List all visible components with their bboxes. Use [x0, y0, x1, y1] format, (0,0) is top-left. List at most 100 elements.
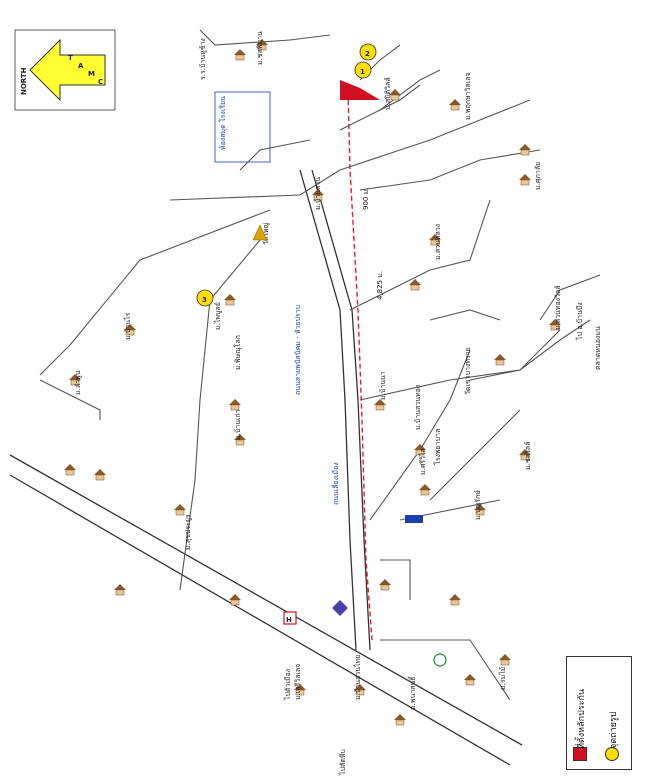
house-icon [499, 654, 511, 666]
marker-1: 1 [354, 61, 372, 79]
house-icons [64, 39, 561, 726]
north-arrow-icon [29, 38, 106, 102]
svg-text:NORTH: NORTH [20, 67, 28, 95]
house-icon [224, 294, 236, 306]
label-village-bottom2: ม.บ้านสวนไทย [353, 655, 362, 700]
label-village-right2: ม.ชลวิลล์ [524, 442, 532, 470]
label-village-left2: ม.บ้านไร่ [123, 312, 132, 340]
svg-text:A: A [78, 62, 84, 70]
svg-text:1: 1 [360, 68, 365, 76]
label-village-mid4: ม.บ้านนา [379, 371, 387, 400]
label-village-right1: ม.บุญรักษ์ [474, 490, 482, 520]
legend-site-label: ที่ตั้งหลักประกัน [577, 688, 587, 749]
label-village-top5: ม.บ้านสวน [314, 177, 322, 210]
label-village-mid3: ม.บ้านเก่า [234, 409, 242, 440]
map-labels: ร.ร.บ้านหูช้าง ม.ชลพิมาน ม.สปิติวิลล์ ม.… [74, 31, 602, 776]
house-icon [379, 579, 391, 591]
house-icon [114, 584, 126, 596]
label-village-left3: ม.สุขประยูร [184, 514, 192, 550]
legend-site-swatch [573, 747, 587, 761]
label-distance1: 4,825 ม. [376, 271, 384, 300]
house-icon [124, 324, 136, 336]
hospital-icon: H [283, 611, 297, 625]
svg-text:3: 3 [202, 296, 207, 304]
house-icon [414, 444, 426, 456]
house-icon [312, 189, 324, 201]
label-school-top: ร.ร.บ้านหูช้าง [199, 38, 207, 80]
label-to-south: ไปสัตหีบ [338, 749, 347, 776]
label-village-bottom1: ม.เสรีวิลเลจ [294, 664, 302, 700]
label-village-top2: ม.สปิติวิลล์ [384, 77, 392, 110]
label-hospital: โรงพยาบาล [433, 429, 442, 465]
house-icon [374, 399, 386, 411]
main-road-north [299, 169, 371, 651]
label-village-right3: ม.สวนทองวิลล์ [554, 285, 562, 330]
label-to-east: ไป อ.บ้านบึง [575, 302, 584, 341]
marker-2: 2 [359, 43, 377, 61]
temple-icon [252, 224, 268, 241]
house-icon [229, 594, 241, 606]
house-icon [354, 684, 366, 696]
route-line [347, 91, 373, 641]
house-icon [519, 174, 531, 186]
legend-photo-label: จุดถ่ายรูป [609, 711, 619, 749]
label-village-top4: ม.ศุภาลัย [534, 162, 542, 190]
label-village-bottom3: ม.พนาสนธิ์ [407, 675, 417, 710]
label-market: ตลาดหนองมน [594, 326, 602, 370]
house-icon [519, 144, 531, 156]
police-icon [332, 600, 348, 616]
label-village-top6: ม.สวนหลวง [434, 224, 442, 260]
house-icon [234, 434, 246, 446]
label-village-mid6: ม.ศรีวิไล [418, 448, 427, 475]
local-roads [39, 29, 601, 701]
bank-icon [405, 515, 423, 523]
house-icon [174, 504, 186, 516]
label-temple2: วัดเขาบางทราย [464, 347, 472, 395]
label-village-mid5: ม.บ้านสวนทอง [414, 385, 422, 430]
house-icon [256, 39, 268, 51]
gas-station-icon [433, 653, 447, 667]
house-icon [429, 234, 441, 246]
label-distance2: 900 ม. [362, 188, 370, 210]
road-title-main: ถนนสายพนัสนิคม - หัวยปราบ [294, 305, 302, 395]
label-village-top3: ม.พฤกษาวิลเลจ [464, 73, 472, 120]
label-village-mid1: ม.พิษณุโลก [233, 335, 242, 370]
house-icon [294, 684, 306, 696]
svg-text:2: 2 [365, 50, 370, 58]
house-icon [94, 469, 106, 481]
label-to-town: ไปตัวเมือง [283, 669, 292, 701]
house-icon [494, 354, 506, 366]
house-icon [549, 319, 561, 331]
label-office-box: ห้องสมุด โรงเรียน [218, 96, 227, 150]
info-box [214, 91, 271, 163]
house-icon [64, 464, 76, 476]
svg-text:H: H [286, 616, 292, 624]
marker-3: 3 [196, 289, 214, 307]
house-icon [449, 594, 461, 606]
house-icon [409, 279, 421, 291]
legend-photo-swatch [605, 747, 619, 761]
label-temple1: วัดใหญ่ [261, 222, 270, 245]
house-icon [229, 399, 241, 411]
house-icon [474, 504, 486, 516]
label-village-mid2: ม.ไพบูลย์ [213, 302, 222, 330]
house-icon [449, 99, 461, 111]
label-village-bottom4: ม.ร่มไม้ [498, 667, 507, 690]
label-village-top1: ม.ชลพิมาน [256, 31, 264, 65]
svg-text:T: T [68, 54, 73, 62]
house-icon [419, 484, 431, 496]
house-icon [394, 714, 406, 726]
road-title-secondary: ถนนเลี่ยงเมือง [331, 462, 340, 505]
main-highway [9, 454, 523, 766]
house-icon [234, 49, 246, 61]
house-icon [69, 374, 81, 386]
house-icon [389, 89, 401, 101]
house-icon [464, 674, 476, 686]
svg-text:M: M [88, 70, 95, 78]
legend: ที่ตั้งหลักประกัน จุดถ่ายรูป [566, 656, 632, 770]
house-icon [519, 449, 531, 461]
svg-text:C: C [98, 78, 103, 86]
label-village-left1: ม.ลำพูน [74, 370, 82, 395]
compass: NORTH T A M C [14, 29, 116, 111]
